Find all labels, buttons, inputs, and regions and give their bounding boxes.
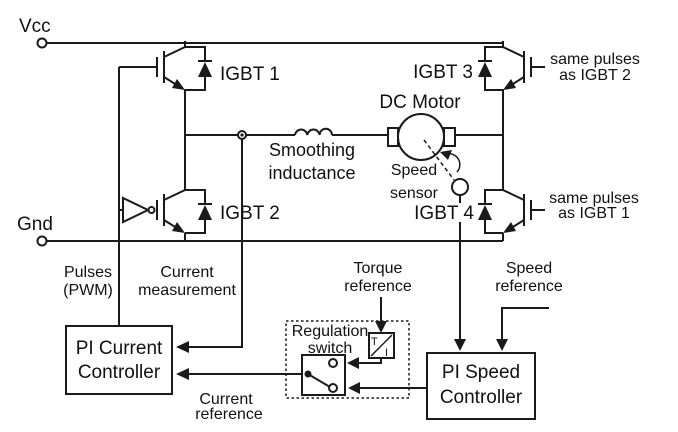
- current-measurement-label-line1: Current: [160, 264, 214, 281]
- igbt1-body: [119, 41, 186, 88]
- smoothing-label-line2: inductance: [268, 163, 355, 183]
- torque-to-current-slash: [370, 334, 393, 357]
- switch-blade[interactable]: [307, 373, 331, 388]
- speed-reference-label-line2: reference: [495, 278, 563, 295]
- pulses-pwm-label-line2: (PWM): [63, 282, 113, 299]
- igbt2-diode-leads: [185, 189, 212, 234]
- ti-output-wire: [358, 358, 382, 364]
- ti-block-t-label: T: [371, 336, 378, 348]
- current-measurement-arrow-icon: [176, 341, 189, 353]
- pi-current-controller-label-line2: Controller: [78, 362, 161, 383]
- same-pulses-top-line1: same pulses: [550, 51, 640, 68]
- speed-reference-label-line1: Speed: [506, 260, 552, 277]
- vcc-label: Vcc: [19, 16, 51, 37]
- same-pulses-top-line2: as IGBT 2: [559, 67, 631, 84]
- igbt2-diode-icon: [198, 205, 212, 220]
- igbt2-emitter-arrow-icon: [172, 222, 185, 233]
- inductor-icon: [294, 127, 333, 136]
- vcc-rail: [36, 37, 503, 49]
- igbt1-diode-icon: [198, 62, 212, 77]
- igbt3-diode-icon: [478, 62, 492, 77]
- pi-speed-controller-box: [426, 352, 536, 420]
- regulation-dashed-box: [285, 320, 410, 399]
- speed-sensor-symbol: [423, 139, 469, 196]
- same-pulses-bottom-line1: same pulses: [549, 190, 639, 207]
- current-measurement-label-line2: measurement: [138, 282, 236, 299]
- pi-speed-controller-label-line1: PI Speed: [442, 362, 520, 383]
- igbt4-label: IGBT 4: [414, 203, 474, 224]
- igbt4-diode-icon: [478, 205, 492, 220]
- regulation-switch-group: T I: [285, 320, 410, 399]
- junction-dot-icon: [240, 133, 244, 137]
- speed-reference-wire: [501, 307, 549, 340]
- current-reference-label-line1: Current: [199, 391, 253, 408]
- pulses-pwm-label-line1: Pulses: [64, 264, 112, 281]
- torque-reference-label-line1: Torque: [354, 260, 403, 277]
- current-reference-arrow-icon: [176, 368, 189, 380]
- igbt3-symbol: [478, 41, 545, 91]
- dc-motor-label: DC Motor: [379, 92, 461, 113]
- igbt2-symbol: [119, 135, 212, 241]
- smoothing-label-line1: Smoothing: [269, 140, 355, 160]
- same-pulses-bottom-line2: as IGBT 1: [558, 205, 630, 222]
- dc-motor-symbol: [387, 113, 456, 161]
- regulation-switch-label-line2: switch: [308, 340, 352, 357]
- inverter-icon: [122, 196, 151, 224]
- rotation-arrow-icon: [440, 150, 452, 160]
- vcc-terminal-icon: [36, 37, 48, 49]
- switch-contact-upper-icon: [328, 358, 338, 368]
- speed-sensor-label-line2: sensor: [390, 185, 439, 202]
- gnd-label: Gnd: [17, 214, 53, 235]
- inverter-bubble-icon: [147, 206, 156, 214]
- pi-current-controller-box: [65, 325, 173, 395]
- current-measurement-wire: [189, 139, 243, 348]
- speed-reference-arrow-icon: [496, 339, 508, 351]
- igbt4-diode-leads: [478, 189, 503, 234]
- igbt1-diode-leads: [185, 46, 212, 91]
- gnd-terminal-icon: [36, 235, 48, 247]
- current-reference-label-line2: reference: [195, 406, 263, 423]
- igbt1-symbol: [119, 41, 212, 91]
- speed-sensor-label-line1: Speed: [391, 162, 437, 179]
- regulation-switch-label-line1: Regulation: [292, 323, 369, 340]
- gnd-rail: [36, 235, 503, 247]
- torque-reference-label-line2: reference: [344, 278, 412, 295]
- motor-brush-left-icon: [387, 127, 399, 147]
- igbt4-emitter-arrow-icon: [503, 222, 516, 233]
- pi-current-controller-label-line1: PI Current: [76, 338, 163, 359]
- ti-block-i-label: I: [385, 347, 388, 359]
- speed-controller-output-arrow-icon: [348, 382, 360, 394]
- igbt1-emitter-arrow-icon: [172, 79, 185, 90]
- pi-speed-controller-label-line2: Controller: [440, 387, 523, 408]
- sensor-feedback-arrow-icon: [454, 339, 466, 351]
- igbt2-label: IGBT 2: [220, 203, 280, 224]
- sensor-circle-icon: [451, 178, 469, 196]
- switch-contact-lower-icon: [328, 383, 338, 393]
- motor-brush-right-icon: [443, 127, 456, 147]
- sensor-shaft-dashed-line: [423, 139, 455, 181]
- torque-reference-arrow-icon: [375, 321, 387, 333]
- igbt4-symbol: [478, 135, 545, 241]
- ti-output-arrow-icon: [347, 357, 359, 369]
- motor-circle-icon: [397, 113, 445, 161]
- igbt3-emitter-arrow-icon: [503, 79, 516, 90]
- igbt4-label-mask: [405, 203, 477, 222]
- igbt3-diode-leads: [478, 46, 503, 91]
- igbt2-body: [156, 135, 186, 241]
- switch-common-dot-icon: [304, 370, 312, 378]
- igbt1-label: IGBT 1: [220, 64, 280, 85]
- igbt3-label: IGBT 3: [413, 62, 473, 83]
- igbt3-body: [502, 41, 545, 88]
